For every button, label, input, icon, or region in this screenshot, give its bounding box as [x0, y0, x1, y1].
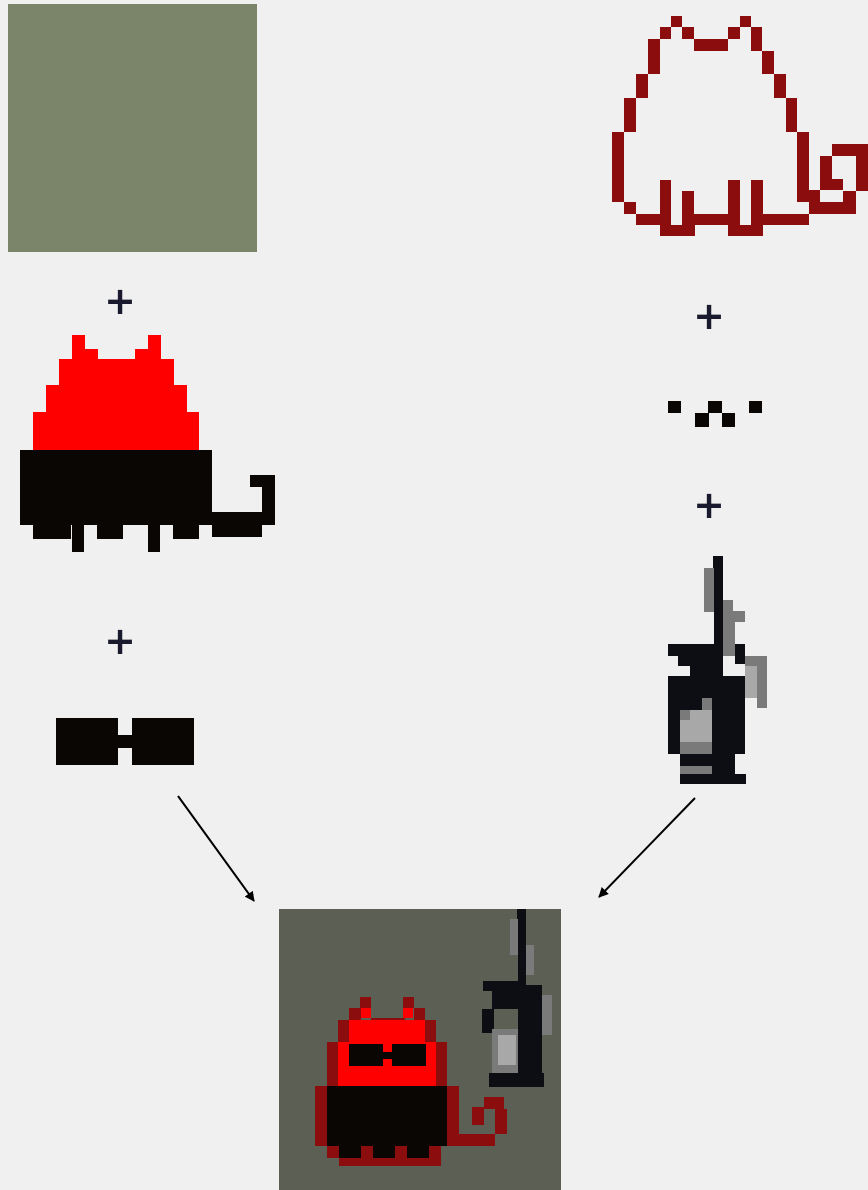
result-sprite [279, 909, 561, 1190]
arrow-right-to-result [599, 798, 695, 897]
composited-cat-icon [279, 909, 561, 1190]
arrow-left-to-result [178, 796, 254, 901]
